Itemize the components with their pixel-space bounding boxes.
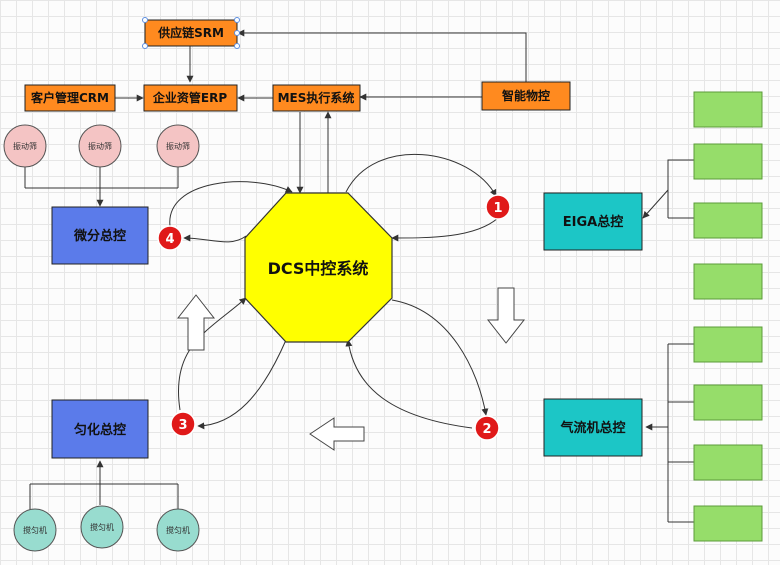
node-eiga[interactable]: EIGA总控 [543,192,643,251]
node-crm-label: 客户管理CRM [30,90,109,105]
hollow-arrow-down [486,287,526,344]
connectors-uniform [29,460,179,510]
circle-mixer-3[interactable]: 搅匀机 [156,508,200,552]
node-airflow-label: 气流机总控 [560,420,625,436]
badge-1-label: 1 [493,201,502,216]
circle-vibrator-label: 振动筛 [88,141,112,151]
connectors-right [642,159,694,523]
circle-mixer-1[interactable]: 搅匀机 [13,508,57,552]
circle-mixer-2[interactable]: 搅匀机 [80,505,124,549]
badge-4: 4 [157,225,183,251]
badge-4-label: 4 [165,232,174,247]
connectors-dcs [169,153,499,430]
circle-vibrator-2[interactable]: 振动筛 [78,124,122,168]
badge-2: 2 [474,415,500,441]
node-wms-label: 智能物控 [501,88,550,103]
node-mes[interactable]: MES执行系统 [272,84,361,112]
node-micro[interactable]: 微分总控 [51,206,149,265]
node-srm[interactable]: 供应链SRM [142,17,240,49]
node-mes-label: MES执行系统 [278,90,355,105]
connectors-micro [24,166,179,207]
green-box[interactable] [693,202,763,239]
circle-vibrator-label: 振动筛 [13,141,37,151]
node-wms[interactable]: 智能物控 [481,81,571,111]
green-box[interactable] [693,444,763,481]
node-uniform-label: 匀化总控 [74,422,126,438]
green-box[interactable] [693,505,763,542]
circle-vibrator-1[interactable]: 振动筛 [3,124,47,168]
green-box[interactable] [693,91,763,128]
node-eiga-label: EIGA总控 [563,214,623,230]
badge-3-label: 3 [178,418,187,433]
green-boxes [693,91,763,542]
badge-3: 3 [170,411,196,437]
node-erp[interactable]: 企业资管ERP [143,84,238,112]
badge-2-label: 2 [482,422,491,437]
green-box[interactable] [693,384,763,421]
circle-vibrator-label: 振动筛 [166,141,190,151]
node-uniform[interactable]: 匀化总控 [51,399,149,459]
node-erp-label: 企业资管ERP [152,90,227,105]
badge-1: 1 [485,194,511,220]
circle-mixer-label: 搅匀机 [23,525,47,535]
connectors-top [115,29,527,194]
node-micro-label: 微分总控 [73,228,126,244]
hollow-arrows [176,287,526,451]
node-crm[interactable]: 客户管理CRM [24,84,116,112]
circle-vibrator-3[interactable]: 振动筛 [156,124,200,168]
green-box[interactable] [693,326,763,363]
node-airflow[interactable]: 气流机总控 [543,398,643,457]
circle-mixer-label: 搅匀机 [166,525,190,535]
green-box[interactable] [693,143,763,180]
hollow-arrow-up [176,294,216,351]
hollow-arrow-left [309,417,365,451]
circle-mixer-label: 搅匀机 [90,522,114,532]
node-dcs[interactable]: DCS中控系统 [244,192,393,343]
green-box[interactable] [693,263,763,300]
node-dcs-label: DCS中控系统 [268,259,369,278]
node-srm-label: 供应链SRM [157,25,224,40]
